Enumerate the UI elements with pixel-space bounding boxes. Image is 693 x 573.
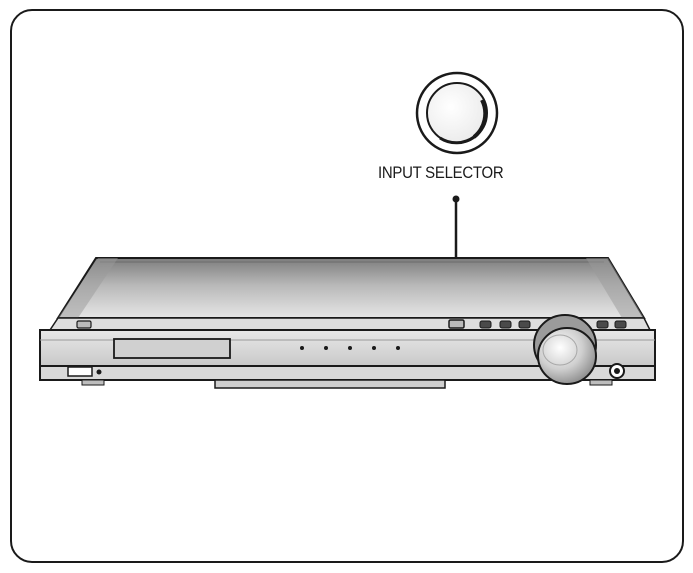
power-button-small	[76, 320, 92, 329]
function-buttons	[479, 320, 627, 329]
volume-knob-icon	[533, 314, 597, 385]
input-selector-button	[448, 319, 465, 329]
display-window	[113, 338, 231, 359]
headphone-jack-icon	[609, 363, 625, 379]
receiver-top-lid	[56, 257, 646, 319]
input-selector-knob-icon	[415, 71, 499, 155]
input-selector-label: INPUT SELECTOR	[378, 163, 504, 182]
standby-indicator	[67, 366, 102, 377]
indicator-dots	[300, 346, 400, 350]
